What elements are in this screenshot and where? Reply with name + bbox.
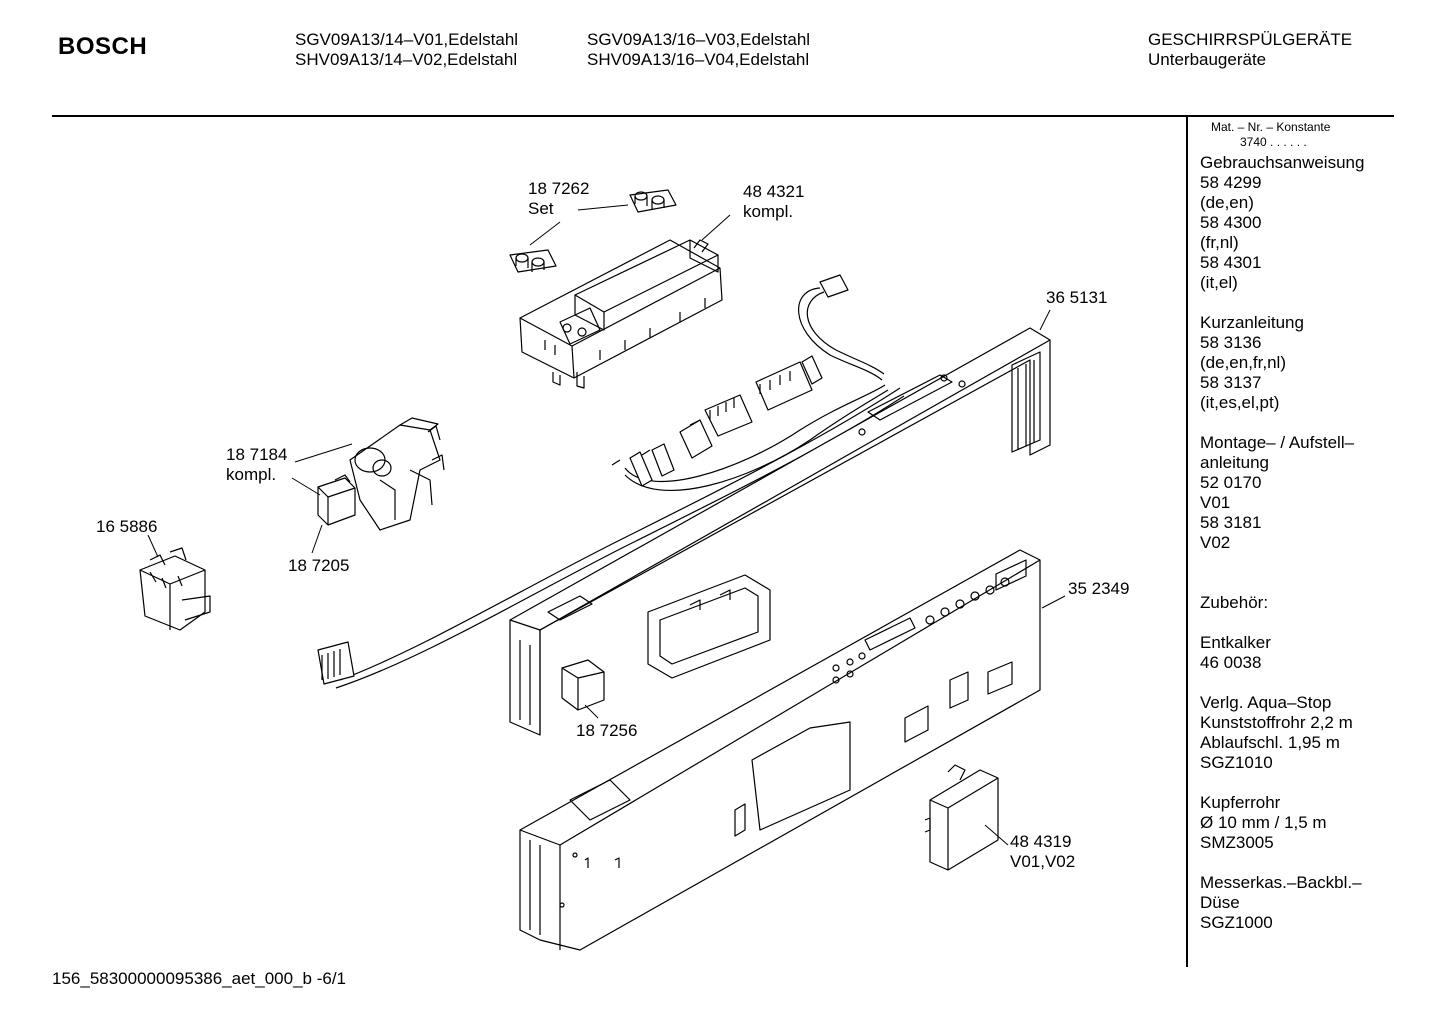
document-code: 156_58300000095386_aet_000_b -6/1 <box>52 969 347 988</box>
leader-lines <box>147 204 1066 846</box>
part-label-352349: 35 2349 <box>1068 579 1130 598</box>
sidebar-line: (de,en,fr,nl) <box>1200 353 1286 372</box>
sidebar-line: Düse <box>1200 893 1240 912</box>
category-block: GESCHIRRSPÜLGERÄTE Unterbaugeräte <box>1148 30 1352 70</box>
electronics-module-illustration <box>924 764 999 871</box>
sidebar-line: Gebrauchsanweisung <box>1200 153 1365 172</box>
part-label-165886: 16 5886 <box>96 517 158 536</box>
sidebar-line: Montage– / Aufstell– <box>1200 433 1355 452</box>
part-note: V01,V02 <box>1010 852 1076 871</box>
model-line: SGV09A13/14–V01,Edelstahl <box>295 30 519 49</box>
part-number: 18 7184 <box>226 445 288 464</box>
sidebar-line: 58 4300 <box>1200 213 1262 232</box>
sidebar-line: Verlg. Aqua–Stop <box>1200 693 1332 712</box>
part-number: 48 4321 <box>743 182 805 201</box>
model-list-col1: SGV09A13/14–V01,Edelstahl SHV09A13/14–V0… <box>295 30 518 70</box>
sidebar-line: V02 <box>1200 533 1231 552</box>
part-label-187205: 18 7205 <box>288 556 350 575</box>
part-note: kompl. <box>743 202 794 221</box>
sidebar-line: Kupferrohr <box>1200 793 1281 812</box>
part-label-187256: 18 7256 <box>576 721 638 740</box>
sidebar-divider <box>1186 117 1188 967</box>
sidebar-line: 58 4299 <box>1200 173 1262 192</box>
sidebar-line: (fr,nl) <box>1200 233 1239 252</box>
upper-panel-frame-illustration <box>509 327 1051 736</box>
sidebar-line: V01 <box>1200 493 1231 512</box>
part-label-187262: 18 7262 Set <box>528 179 589 219</box>
sidebar-line: SGZ1000 <box>1200 913 1273 932</box>
model-line: SHV09A13/16–V04,Edelstahl <box>587 50 810 69</box>
part-label-365131: 36 5131 <box>1046 288 1108 307</box>
sidebar-line: SGZ1010 <box>1200 753 1273 772</box>
lower-panel-illustration <box>519 549 1041 951</box>
plug-set-illustration <box>509 189 677 273</box>
control-module-illustration <box>519 239 723 389</box>
sidebar-line: Entkalker <box>1200 633 1271 652</box>
sidebar-line: SMZ3005 <box>1200 833 1274 852</box>
part-note: Set <box>528 199 554 218</box>
sidebar-line: 58 3137 <box>1200 373 1262 392</box>
sidebar-line: Ø 10 mm / 1,5 m <box>1200 813 1327 832</box>
mat-number-value: 3740 . . . . . . <box>1240 135 1307 149</box>
model-list-col2: SGV09A13/16–V03,Edelstahl SHV09A13/16–V0… <box>587 30 810 70</box>
terminal-block-illustration <box>139 547 211 631</box>
switch-assembly-illustration <box>349 417 445 531</box>
sidebar-line: 58 3136 <box>1200 333 1262 352</box>
relay-illustration <box>317 474 356 526</box>
sidebar-line: Kurzanleitung <box>1200 313 1304 332</box>
sidebar-line: Ablaufschl. 1,95 m <box>1200 733 1340 752</box>
sidebar-line: 58 4301 <box>1200 253 1262 272</box>
part-note: kompl. <box>226 465 277 484</box>
model-line: SHV09A13/14–V02,Edelstahl <box>295 50 518 69</box>
sidebar-line: anleitung <box>1200 453 1270 472</box>
small-block-illustration <box>561 659 605 711</box>
part-label-187184: 18 7184 kompl. <box>226 445 287 485</box>
header-divider <box>52 115 1394 117</box>
sidebar-line: 52 0170 <box>1200 473 1262 492</box>
sidebar-line: (de,en) <box>1200 193 1254 212</box>
part-label-484319: 48 4319 V01,V02 <box>1010 832 1075 872</box>
sidebar-line: (it,es,el,pt) <box>1200 393 1280 412</box>
handle-insert-illustration <box>647 574 771 679</box>
sidebar-line: 46 0038 <box>1200 653 1262 672</box>
mat-number-header: Mat. – Nr. – Konstante <box>1211 120 1331 134</box>
part-number: 18 7262 <box>528 179 590 198</box>
category-title: GESCHIRRSPÜLGERÄTE <box>1148 30 1353 49</box>
wire-harness-illustration <box>317 274 905 689</box>
category-subtitle: Unterbaugeräte <box>1148 50 1267 69</box>
sidebar-line: Kunststoffrohr 2,2 m <box>1200 713 1353 732</box>
part-label-484321: 48 4321 kompl. <box>743 182 804 222</box>
sidebar-line: (it,el) <box>1200 273 1238 292</box>
model-line: SGV09A13/16–V03,Edelstahl <box>587 30 811 49</box>
sidebar-line: Messerkas.–Backbl.– <box>1200 873 1362 892</box>
part-number: 48 4319 <box>1010 832 1072 851</box>
sidebar-line: 58 3181 <box>1200 513 1262 532</box>
brand-logo: BOSCH <box>58 33 148 60</box>
sidebar-line: Zubehör: <box>1200 593 1269 612</box>
